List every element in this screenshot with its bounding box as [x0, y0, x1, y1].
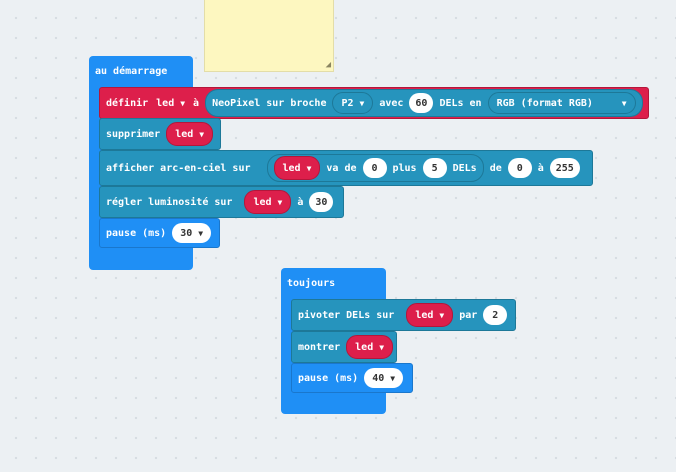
leds-label: DELs: [452, 162, 477, 174]
brightness-label: régler luminosité sur: [106, 196, 233, 208]
show-rainbow-block[interactable]: afficher arc-en-ciel sur led ▼ va de 0 p…: [99, 150, 593, 186]
of-label: de: [489, 162, 502, 174]
pause-label: pause (ms): [298, 372, 359, 384]
chevron-down-icon: ▼: [359, 98, 365, 108]
chevron-down-icon: ▼: [379, 342, 385, 352]
neopixel-label: NeoPixel sur broche: [212, 97, 327, 109]
variable-dropdown[interactable]: led ▼: [166, 122, 214, 146]
chevron-down-icon: ▼: [180, 98, 186, 108]
neopixel-create-block[interactable]: NeoPixel sur broche P2 ▼ avec 60 DELs en…: [205, 89, 643, 117]
pause-dropdown[interactable]: 30 ▼: [172, 223, 212, 243]
rotate-label: pivoter DELs sur: [298, 309, 395, 321]
chevron-down-icon: ▼: [277, 197, 283, 207]
pin-dropdown[interactable]: P2 ▼: [332, 92, 374, 114]
show-label: montrer: [298, 341, 341, 353]
pause-value: 40: [372, 372, 385, 384]
pause-dropdown[interactable]: 40 ▼: [364, 368, 404, 388]
variable-dropdown[interactable]: led ▼: [154, 92, 187, 114]
with-label: avec: [379, 97, 404, 109]
variable-dropdown[interactable]: led ▼: [244, 190, 292, 214]
from-label: va de: [326, 162, 357, 174]
set-label: définir: [106, 97, 149, 109]
variable-name: led: [355, 341, 374, 353]
to-label: à: [537, 162, 544, 174]
show-block[interactable]: montrer led ▼: [291, 331, 397, 363]
chevron-down-icon: ▼: [390, 373, 396, 383]
to-label: à: [297, 196, 304, 208]
variable-name: led: [253, 196, 272, 208]
variable-name: led: [156, 97, 175, 109]
forever-label: toujours: [287, 278, 336, 289]
brightness-input[interactable]: 30: [309, 192, 334, 212]
variable-name: led: [282, 162, 301, 174]
led-count-input[interactable]: 60: [409, 93, 434, 113]
pause-block[interactable]: pause (ms) 40 ▼: [291, 363, 413, 393]
rotate-block[interactable]: pivoter DELs sur led ▼ par 2: [291, 299, 516, 331]
set-strip-block[interactable]: définir led ▼ à NeoPixel sur broche P2 ▼…: [99, 87, 649, 119]
hue-end-input[interactable]: 255: [549, 158, 580, 178]
variable-name: led: [415, 309, 434, 321]
pin-value: P2: [341, 97, 354, 109]
chevron-down-icon: ▼: [199, 129, 205, 139]
rotate-offset-input[interactable]: 2: [483, 305, 508, 325]
clear-block[interactable]: supprimer led ▼: [99, 118, 221, 150]
leds-in-label: DELs en: [439, 97, 482, 109]
range-start-input[interactable]: 0: [362, 158, 387, 178]
variable-name: led: [175, 128, 194, 140]
variable-dropdown[interactable]: led ▼: [273, 156, 321, 180]
mode-value: RGB (format RGB): [496, 97, 593, 109]
pause-block[interactable]: pause (ms) 30 ▼: [99, 218, 220, 248]
to-label: à: [193, 97, 200, 109]
pause-value: 30: [180, 227, 193, 239]
set-brightness-block[interactable]: régler luminosité sur led ▼ à 30: [99, 186, 344, 218]
mode-dropdown[interactable]: RGB (format RGB) ▼: [487, 92, 636, 114]
range-block[interactable]: led ▼ va de 0 plus 5 DELs: [266, 154, 484, 182]
resize-handle-icon[interactable]: ◢: [325, 60, 331, 70]
by-label: par: [459, 309, 478, 321]
variable-dropdown[interactable]: led ▼: [406, 303, 454, 327]
clear-label: supprimer: [106, 128, 161, 140]
hue-start-input[interactable]: 0: [507, 158, 532, 178]
pause-label: pause (ms): [106, 227, 167, 239]
chevron-down-icon: ▼: [621, 98, 627, 108]
chevron-down-icon: ▼: [306, 163, 312, 173]
chevron-down-icon: ▼: [198, 228, 204, 238]
on-start-label: au démarrage: [95, 66, 168, 77]
comment-block[interactable]: ◢: [204, 0, 334, 72]
variable-dropdown[interactable]: led ▼: [346, 335, 394, 359]
chevron-down-icon: ▼: [439, 310, 445, 320]
range-length-input[interactable]: 5: [422, 158, 447, 178]
rainbow-label: afficher arc-en-ciel sur: [106, 162, 251, 174]
plus-label: plus: [392, 162, 417, 174]
